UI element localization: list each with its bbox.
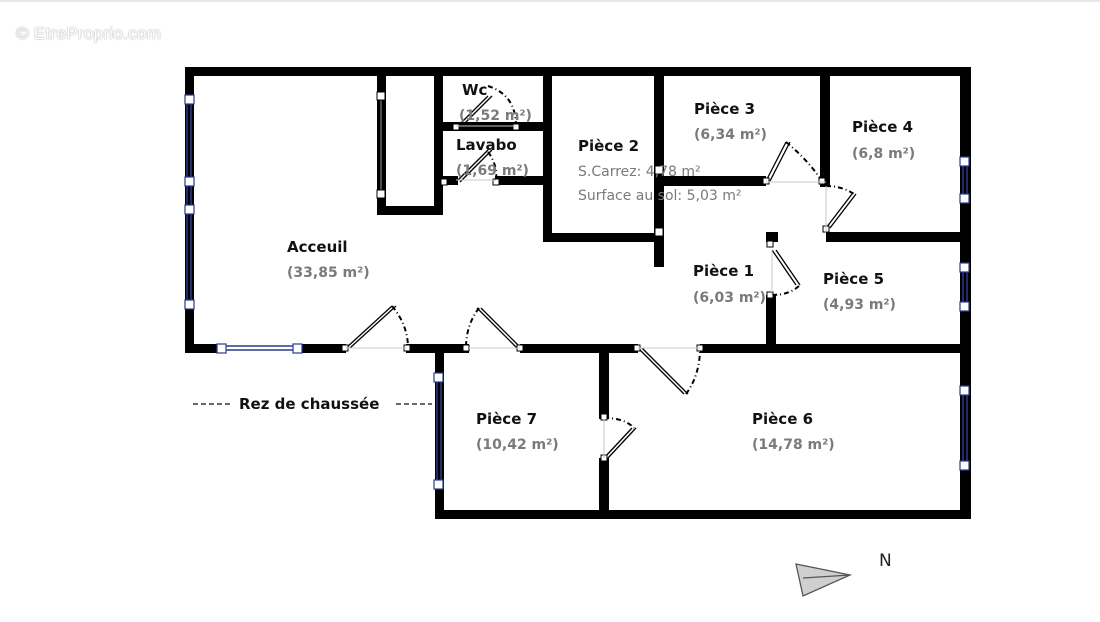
floor-label: Rez de chaussée [239,395,379,413]
room-piece2-carrez: S.Carrez: 4,78 m² [578,164,701,180]
room-lavabo-name: Lavabo [456,136,517,154]
room-piece2-sol: Surface au sol: 5,03 m² [578,188,741,204]
room-accueil-area: (33,85 m²) [287,265,370,281]
north-arrow-icon [795,563,853,597]
windows [186,100,968,485]
room-piece4-area: (6,8 m²) [852,146,915,162]
room-piece6-area: (14,78 m²) [752,437,835,453]
floor-label-group: Rez de chaussée [193,395,432,413]
room-piece4-name: Pièce 4 [852,118,913,136]
room-piece3-area: (6,34 m²) [694,127,767,143]
watermark: © EtreProprio.com [16,24,162,43]
room-lavabo-area: (1,69 m²) [456,163,529,179]
north-label: N [879,551,892,571]
room-piece5-area: (4,93 m²) [823,297,896,313]
room-separators [346,125,827,458]
room-piece1-name: Pièce 1 [693,262,754,280]
room-wc-name: Wc [462,81,487,99]
room-wc-area: (1,52 m²) [459,108,532,124]
room-piece3-name: Pièce 3 [694,100,755,118]
room-piece7-name: Pièce 7 [476,410,537,428]
room-piece1-area: (6,03 m²) [693,290,766,306]
top-border-line [0,0,1100,2]
room-accueil-name: Acceuil [287,238,348,256]
room-piece7-area: (10,42 m²) [476,437,559,453]
room-piece6-name: Pièce 6 [752,410,813,428]
room-piece5-name: Pièce 5 [823,270,884,288]
window-posts [184,94,970,490]
room-piece2-name: Pièce 2 [578,137,639,155]
